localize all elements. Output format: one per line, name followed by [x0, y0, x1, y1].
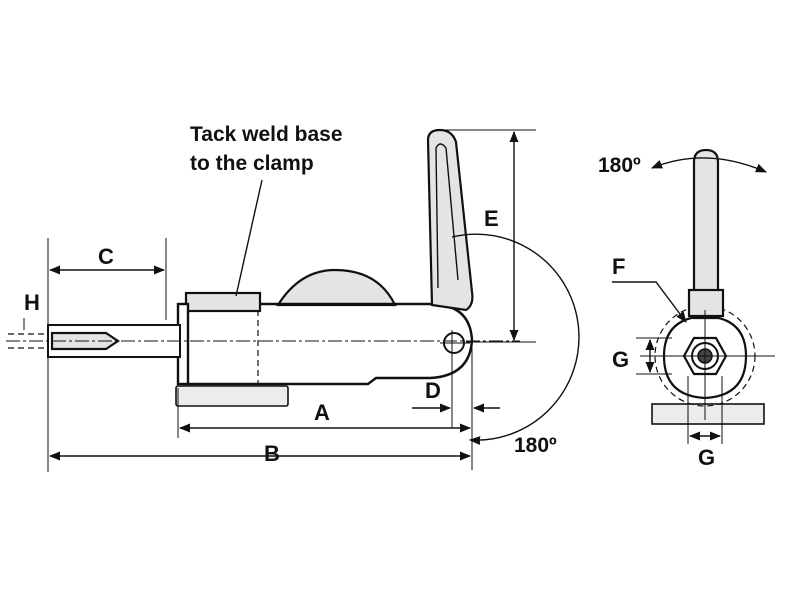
callout-text-line2: to the clamp	[190, 152, 314, 175]
side-view	[6, 128, 580, 446]
dimension-d-label: D	[425, 378, 441, 403]
dimension-a-label: A	[314, 400, 330, 425]
end-view-handle	[692, 148, 720, 320]
dimension-e-label: E	[484, 206, 499, 231]
side-view-dimensions	[23, 129, 536, 472]
dimension-g-side-label: G	[612, 347, 629, 372]
end-view-base	[651, 403, 765, 425]
dimension-g-bottom-label: G	[698, 445, 715, 470]
end-view	[640, 148, 775, 425]
callout-text-line1: Tack weld base	[190, 123, 343, 146]
rotation-arc-end	[650, 157, 768, 173]
end-view-dimensions	[612, 281, 723, 444]
lever-handle	[426, 128, 474, 312]
callout-leader	[235, 179, 263, 297]
dimension-b-label: B	[264, 441, 280, 466]
rotation-end-label: 180º	[598, 154, 641, 177]
dimension-c-label: C	[98, 244, 114, 269]
rotation-side-label: 180º	[514, 434, 557, 457]
body-hump	[276, 268, 397, 307]
weld-collar	[184, 291, 262, 313]
dimension-h-label: H	[24, 290, 40, 315]
rotation-arc-side	[451, 233, 580, 446]
dimension-f-leader	[612, 281, 687, 323]
dimension-f-label: F	[612, 254, 625, 279]
clamp-body	[184, 302, 474, 386]
base-plate	[175, 385, 289, 407]
